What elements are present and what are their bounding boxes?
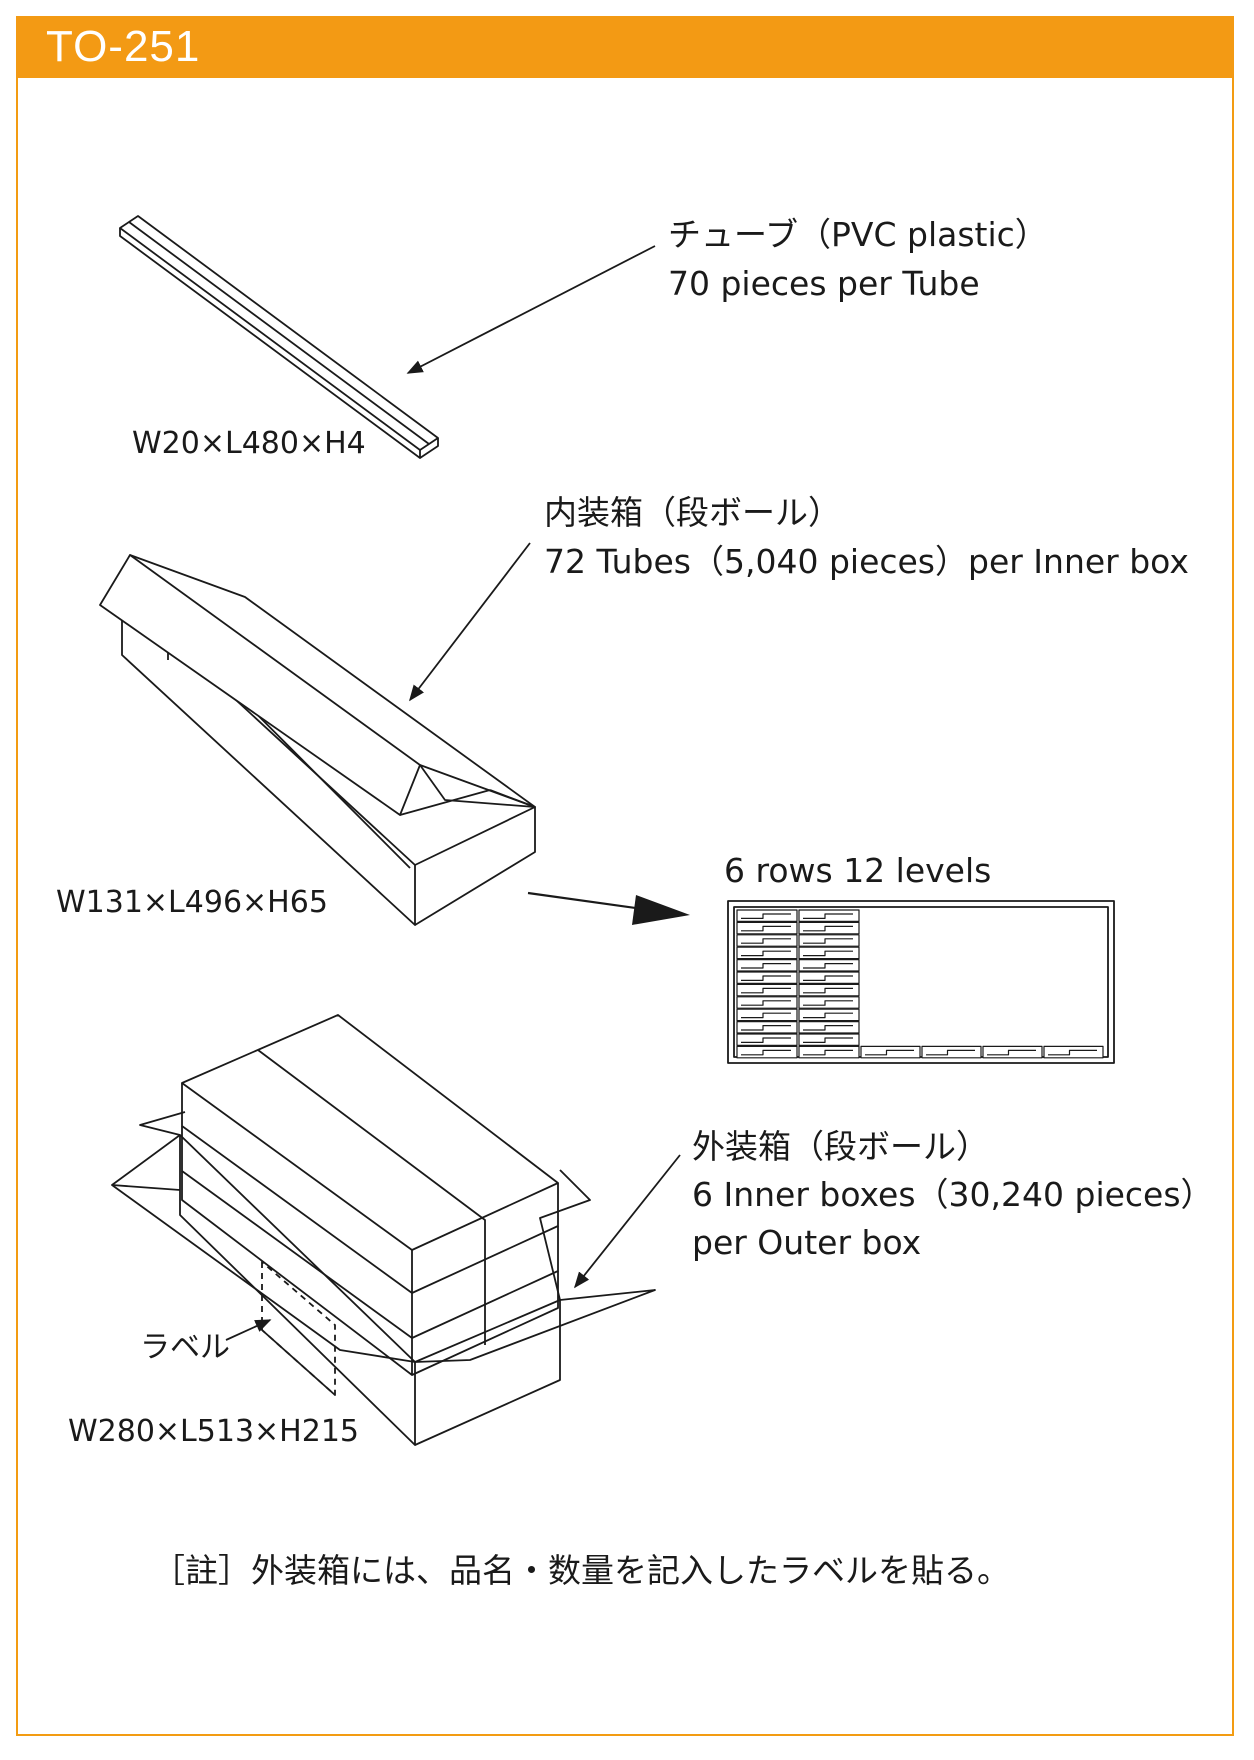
inner-box-leader-arrow bbox=[409, 542, 531, 702]
tube-profile bbox=[803, 987, 853, 994]
tube-cell bbox=[736, 996, 798, 1009]
tube-profile bbox=[741, 913, 791, 919]
tube-cell bbox=[736, 983, 798, 997]
tube-profile bbox=[741, 938, 791, 944]
tube-profile bbox=[741, 1049, 791, 1056]
tube-profile bbox=[803, 1012, 853, 1019]
tube-cell bbox=[736, 946, 798, 960]
tube-cell bbox=[798, 958, 860, 972]
outer-box-name: 外装箱（段ボール） bbox=[692, 1127, 989, 1166]
tube-profile bbox=[741, 1025, 791, 1031]
inner-box-name: 内装箱（段ボール） bbox=[544, 493, 841, 532]
tube-cell bbox=[736, 909, 798, 922]
tube-cell bbox=[798, 921, 860, 935]
inner-box-drawing bbox=[99, 554, 536, 926]
note-text: ［註］外装箱には、品名・数量を記入したラベルを貼る。 bbox=[152, 1551, 1010, 1590]
tube-profile bbox=[803, 950, 853, 957]
tube-cell bbox=[982, 1045, 1043, 1059]
tube-leader-arrow bbox=[406, 245, 656, 374]
tube-profile bbox=[803, 1049, 853, 1056]
tube-profile bbox=[803, 1037, 853, 1043]
tube-cell bbox=[736, 971, 798, 984]
tube-profile bbox=[741, 963, 791, 969]
inner-box-capacity: 72 Tubes（5,040 pieces）per Inner box bbox=[544, 542, 1189, 581]
tube-drawing bbox=[119, 215, 439, 459]
tube-profile bbox=[741, 1012, 791, 1019]
tube-capacity: 70 pieces per Tube bbox=[668, 264, 980, 303]
tube-cell bbox=[736, 1045, 798, 1059]
tube-profile bbox=[803, 1000, 853, 1006]
tube-dimensions: W20×L480×H4 bbox=[132, 426, 366, 461]
outer-box-capacity: 6 Inner boxes（30,240 pieces） bbox=[692, 1175, 1214, 1214]
tube-profile bbox=[926, 1049, 975, 1056]
tube-profile bbox=[803, 925, 853, 932]
tube-cell bbox=[736, 1008, 798, 1022]
grid-cells bbox=[736, 909, 1104, 1059]
label-leader-arrow bbox=[225, 1319, 272, 1341]
label-tag: ラベル bbox=[140, 1330, 230, 1365]
tube-cell bbox=[921, 1045, 982, 1059]
inner-box-dimensions: W131×L496×H65 bbox=[56, 885, 328, 920]
tube-cell bbox=[1043, 1045, 1104, 1059]
tube-cell bbox=[798, 971, 860, 984]
tube-profile bbox=[741, 925, 791, 932]
tube-profile bbox=[1048, 1049, 1097, 1056]
tube-cell bbox=[798, 1020, 860, 1034]
tube-profile bbox=[803, 913, 853, 919]
tube-profile bbox=[987, 1049, 1036, 1056]
tube-cell bbox=[736, 1020, 798, 1034]
tube-cell bbox=[798, 934, 860, 947]
arrangement-label: 6 rows 12 levels bbox=[724, 851, 992, 890]
tube-cell bbox=[798, 1008, 860, 1022]
tube-cell bbox=[736, 934, 798, 947]
tube-cell bbox=[798, 946, 860, 960]
outer-box-capacity-cont: per Outer box bbox=[692, 1223, 922, 1262]
tube-profile bbox=[865, 1049, 914, 1056]
tube-profile bbox=[741, 950, 791, 957]
tube-name: チューブ（PVC plastic） bbox=[668, 215, 1048, 254]
tube-profile bbox=[803, 1025, 853, 1031]
tube-profile bbox=[803, 975, 853, 981]
tube-cell bbox=[798, 909, 860, 922]
outer-box-dimensions: W280×L513×H215 bbox=[68, 1414, 359, 1449]
tube-cell bbox=[798, 1033, 860, 1046]
tube-cell bbox=[860, 1045, 921, 1059]
tube-cell bbox=[798, 1045, 860, 1059]
tube-profile bbox=[741, 975, 791, 981]
outer-box-drawing bbox=[111, 1014, 656, 1446]
tube-profile bbox=[803, 938, 853, 944]
arrangement-pointer-arrow bbox=[527, 891, 651, 912]
tube-profile bbox=[741, 1037, 791, 1043]
tube-cell bbox=[736, 1033, 798, 1046]
tube-profile bbox=[741, 1000, 791, 1006]
tube-cell bbox=[736, 958, 798, 972]
tube-profile bbox=[741, 987, 791, 994]
tube-cell bbox=[798, 983, 860, 997]
header-bar: TO-251 bbox=[16, 16, 1234, 78]
outer-box-leader-arrow bbox=[573, 1154, 681, 1289]
package-title: TO-251 bbox=[46, 22, 201, 71]
tube-cell bbox=[736, 921, 798, 935]
tube-profile bbox=[803, 963, 853, 969]
tube-cell bbox=[798, 996, 860, 1009]
